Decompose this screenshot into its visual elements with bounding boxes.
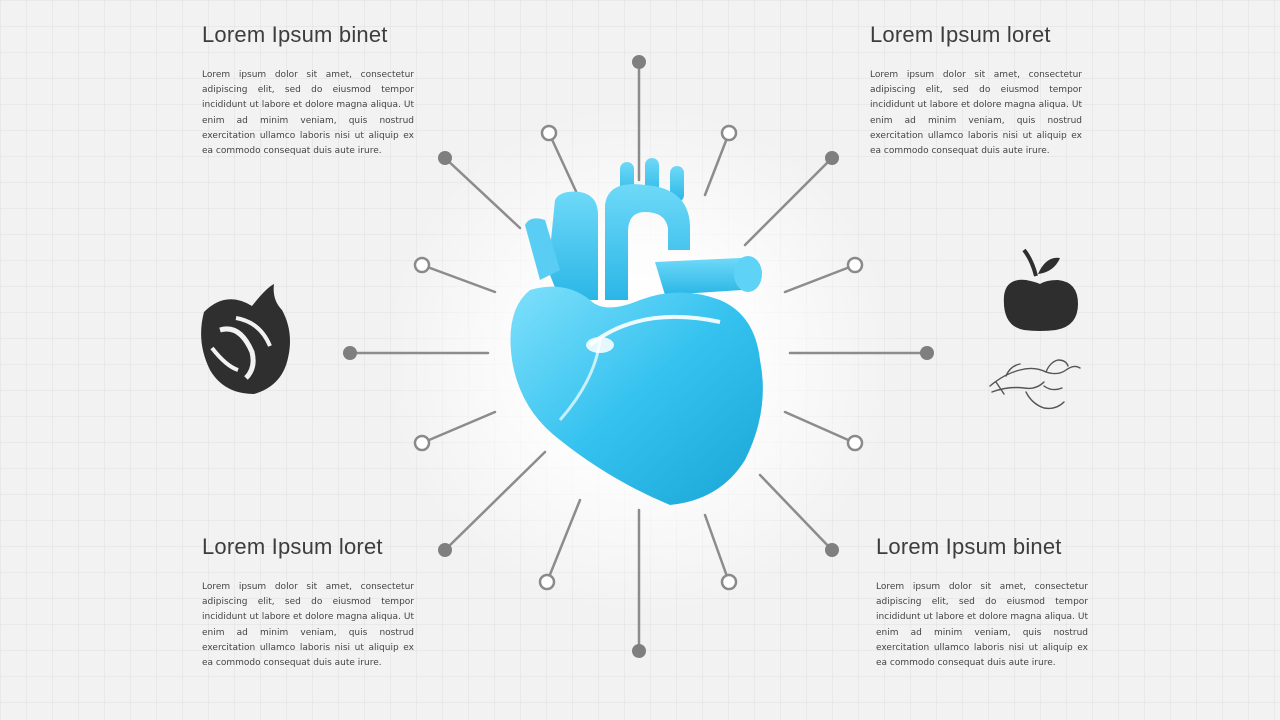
- connector-node: [343, 346, 357, 360]
- connector-ring: [846, 434, 864, 452]
- hand-sketch-icon: [989, 359, 1081, 410]
- connector-line: [420, 263, 497, 294]
- connector-line: [743, 156, 834, 247]
- connector-ring: [720, 573, 738, 591]
- connector-ring: [720, 124, 738, 142]
- connector-ring: [413, 434, 431, 452]
- connector-line: [758, 473, 834, 552]
- connector-node: [825, 151, 839, 165]
- info-block-bottom-right: Lorem Ipsum binet Lorem ipsum dolor sit …: [876, 534, 1088, 671]
- connector-node: [438, 543, 452, 557]
- connector-ring: [413, 256, 431, 274]
- connector-ring: [846, 256, 864, 274]
- block-title: Lorem Ipsum binet: [876, 534, 1062, 559]
- info-block-bottom-left: Lorem Ipsum loret Lorem ipsum dolor sit …: [202, 534, 414, 671]
- connector-ring: [538, 573, 556, 591]
- block-text: Lorem ipsum dolor sit amet, consectetur …: [202, 70, 414, 157]
- connector-node: [825, 543, 839, 557]
- apple-icon: [1003, 248, 1078, 331]
- connector-line: [783, 263, 857, 294]
- connector-node: [438, 151, 452, 165]
- leaf-heart-icon: [201, 284, 290, 394]
- connector-line: [545, 498, 582, 584]
- connector-line: [443, 156, 522, 230]
- connector-line: [420, 410, 497, 445]
- block-text: Lorem ipsum dolor sit amet, consectetur …: [202, 582, 414, 669]
- heart-icon: [510, 158, 763, 505]
- connector-line: [783, 410, 857, 445]
- block-title: Lorem Ipsum loret: [202, 534, 383, 559]
- block-title: Lorem Ipsum loret: [870, 22, 1051, 47]
- connector-node: [632, 644, 646, 658]
- connector-line: [703, 513, 731, 584]
- connector-line: [443, 450, 547, 552]
- block-title: Lorem Ipsum binet: [202, 22, 388, 47]
- block-text: Lorem ipsum dolor sit amet, consectetur …: [870, 70, 1082, 157]
- connector-node: [632, 55, 646, 69]
- block-text: Lorem ipsum dolor sit amet, consectetur …: [876, 582, 1088, 669]
- connector-line: [547, 131, 582, 202]
- info-block-top-right: Lorem Ipsum loret Lorem ipsum dolor sit …: [870, 22, 1082, 159]
- connector-ring: [540, 124, 558, 142]
- info-block-top-left: Lorem Ipsum binet Lorem ipsum dolor sit …: [202, 22, 414, 159]
- connector-line: [703, 131, 731, 197]
- connector-node: [920, 346, 934, 360]
